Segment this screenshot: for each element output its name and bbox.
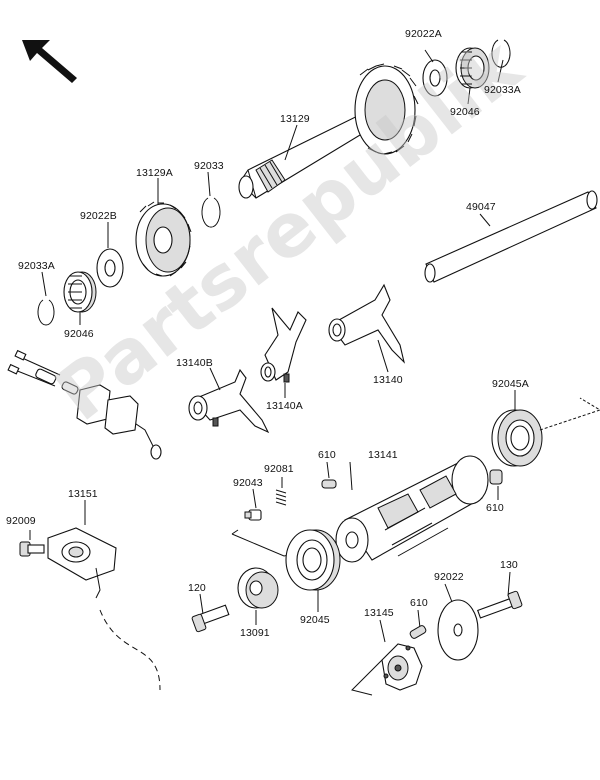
circlip-92033A-top [491,39,511,68]
dowel-pin-610-c [409,625,427,639]
label-92022A: 92022A [405,28,442,40]
label-610-a: 610 [318,449,336,461]
bearing-92045 [285,529,341,591]
bearing-92045A [491,409,543,467]
label-13129A: 13129A [136,167,173,179]
dowel-pin-610-a [321,479,337,489]
gear-13129A [135,201,192,277]
label-92081: 92081 [264,463,294,475]
spring-92081 [275,489,287,506]
switch-13151 [47,527,161,691]
leader-lines [29,49,516,643]
bolt-92009 [19,541,45,557]
label-92033A-top: 92033A [484,84,521,96]
label-130: 130 [500,559,518,571]
circlip-92033A-left [37,299,55,326]
shift-fork-13140B [188,368,270,434]
label-92043: 92043 [233,477,263,489]
label-92009: 92009 [6,515,36,527]
washer-92022 [437,599,479,661]
shift-fork-13140 [328,283,405,364]
label-610-c: 610 [410,597,428,609]
label-13145: 13145 [364,607,394,619]
label-92033A-left: 92033A [18,260,55,272]
pin-92043 [244,509,262,521]
front-direction-arrow-icon [22,40,77,83]
label-13140A: 13140A [266,400,303,412]
label-13140B: 13140B [176,357,213,369]
label-49047: 49047 [466,201,496,213]
needle-bearing-92046-left [63,271,97,313]
dowel-pin-610-b [489,469,503,485]
shift-fork-13140A [260,307,307,383]
bolt-130 [477,590,523,619]
label-92045: 92045 [300,614,330,626]
label-13129: 13129 [280,113,310,125]
bolt-120 [191,604,230,633]
drum-cam-13145 [351,643,423,696]
shift-rod-49047 [424,190,598,283]
needle-bearing-92046-top [455,47,490,89]
label-13091: 13091 [240,627,270,639]
label-92046-left: 92046 [64,328,94,340]
label-13151: 13151 [68,488,98,500]
label-92022B: 92022B [80,210,117,222]
label-92045A: 92045A [492,378,529,390]
spline-section [255,159,286,193]
label-92033: 92033 [194,160,224,172]
shift-drum-13141 [335,455,489,563]
cam-13091 [237,567,279,609]
washer-92022B [96,248,124,288]
label-92022: 92022 [434,571,464,583]
label-13141: 13141 [368,449,398,461]
washer-92022A [422,59,448,97]
label-92046-top: 92046 [450,106,480,118]
circlip-92033 [201,197,221,228]
shaft-13129 [238,63,419,199]
gear-13129-integral [354,63,419,155]
label-13140: 13140 [373,374,403,386]
label-120: 120 [188,582,206,594]
wiring-harness [7,349,162,460]
label-610-b: 610 [486,502,504,514]
